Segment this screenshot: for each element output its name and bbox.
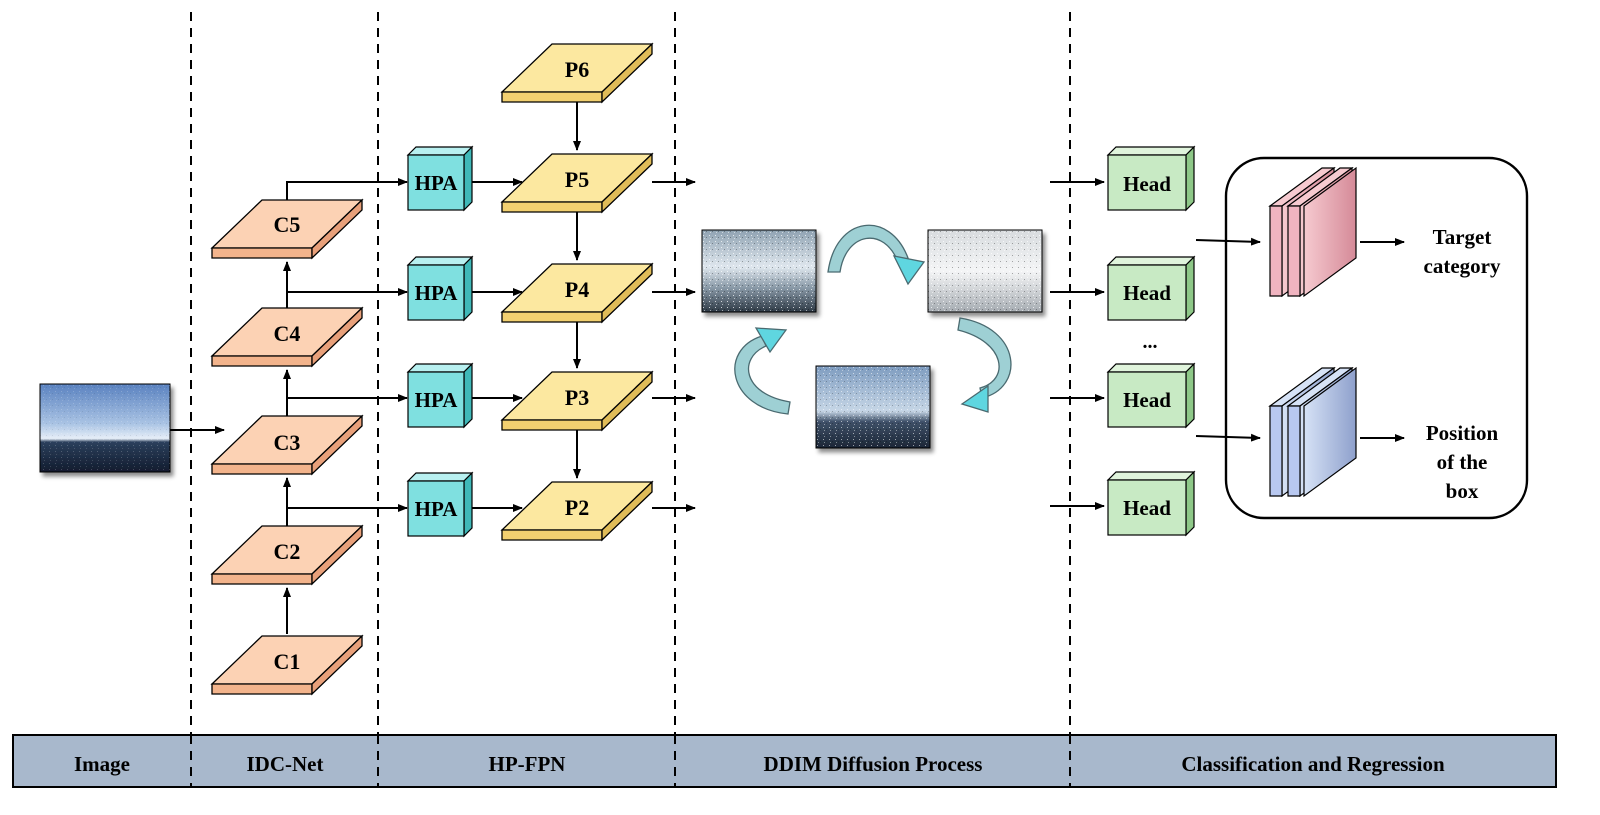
stage-bar-separators bbox=[190, 735, 1071, 787]
layer-c3: C3 bbox=[210, 414, 364, 476]
hpa-label-p2: HPA bbox=[415, 497, 459, 521]
layer-p2-label: P2 bbox=[565, 495, 589, 520]
hpa-module-p2: HPA bbox=[406, 471, 474, 538]
layer-p4: P4 bbox=[500, 262, 654, 324]
input-image bbox=[39, 383, 171, 473]
layer-c5-label: C5 bbox=[274, 212, 301, 237]
heads: Head Head ... Head Head bbox=[1106, 145, 1196, 537]
stage-label-classification: Classification and Regression bbox=[1181, 752, 1445, 776]
output-position-line2: of the bbox=[1437, 450, 1488, 474]
hpa-module-p4: HPA bbox=[406, 255, 474, 322]
layer-p4-label: P4 bbox=[565, 277, 589, 302]
cycle-arrow-top bbox=[827, 224, 926, 286]
hpa-modules: HPA HPA HPA HPA bbox=[406, 145, 474, 538]
head-4: Head bbox=[1106, 470, 1196, 537]
head-1-label: Head bbox=[1123, 172, 1171, 196]
stage-label-image: Image bbox=[74, 752, 130, 776]
output-category-line1: Target bbox=[1433, 225, 1492, 249]
backbone-layers: C5 C4 C3 C2 C1 bbox=[210, 198, 364, 696]
layer-p6-label: P6 bbox=[565, 57, 589, 82]
head-2-label: Head bbox=[1123, 281, 1171, 305]
hpa-label-p3: HPA bbox=[415, 388, 459, 412]
hpa-module-p3: HPA bbox=[406, 362, 474, 429]
stage-bar bbox=[12, 734, 1557, 788]
stage-label-idc-net: IDC-Net bbox=[247, 752, 324, 776]
hpa-module-p5: HPA bbox=[406, 145, 474, 212]
layer-c1-label: C1 bbox=[274, 649, 301, 674]
cycle-arrow-left bbox=[734, 327, 791, 415]
layer-c1: C1 bbox=[210, 634, 364, 696]
diffusion-image-noisy bbox=[701, 229, 817, 313]
layer-p5-label: P5 bbox=[565, 167, 589, 192]
layer-c5: C5 bbox=[210, 198, 364, 260]
head-3: Head bbox=[1106, 362, 1196, 429]
layer-p6: P6 bbox=[500, 42, 654, 104]
layer-c4: C4 bbox=[210, 306, 364, 368]
layer-p3-label: P3 bbox=[565, 385, 589, 410]
hpa-label-p4: HPA bbox=[415, 281, 459, 305]
layer-p5: P5 bbox=[500, 152, 654, 214]
head-4-label: Head bbox=[1123, 496, 1171, 520]
lateral-arrows bbox=[286, 178, 408, 526]
diffusion-cycle-arrows bbox=[734, 224, 1012, 415]
output-category-line2: category bbox=[1424, 254, 1501, 278]
cycle-arrow-right bbox=[957, 317, 1012, 413]
diffusion-image-denoised bbox=[815, 365, 931, 449]
layer-c2: C2 bbox=[210, 524, 364, 586]
output-position-line3: box bbox=[1446, 479, 1479, 503]
heads-ellipsis: ... bbox=[1143, 331, 1158, 353]
position-feature-stack bbox=[1268, 366, 1357, 498]
layer-p3: P3 bbox=[500, 370, 654, 432]
hpa-label-p5: HPA bbox=[415, 171, 459, 195]
head-3-label: Head bbox=[1123, 388, 1171, 412]
layer-c4-label: C4 bbox=[274, 321, 301, 346]
diffusion-to-head-arrows bbox=[1050, 178, 1105, 510]
output-position-line1: Position bbox=[1426, 421, 1499, 445]
layer-c2-label: C2 bbox=[274, 539, 301, 564]
panel-arrows bbox=[1195, 237, 1405, 442]
category-feature-stack bbox=[1268, 166, 1357, 298]
fpn-layers: P6 P5 P4 P3 P2 bbox=[500, 42, 654, 542]
fpn-output-arrows bbox=[652, 178, 696, 512]
head-2: Head bbox=[1106, 255, 1196, 322]
diffusion-image-noise bbox=[927, 229, 1043, 313]
head-1: Head bbox=[1106, 145, 1196, 212]
hpa-to-fpn-arrows bbox=[472, 178, 523, 512]
stage-label-hp-fpn: HP-FPN bbox=[489, 752, 566, 776]
layer-c3-label: C3 bbox=[274, 430, 301, 455]
layer-p2: P2 bbox=[500, 480, 654, 542]
stage-label-ddim: DDIM Diffusion Process bbox=[764, 752, 983, 776]
